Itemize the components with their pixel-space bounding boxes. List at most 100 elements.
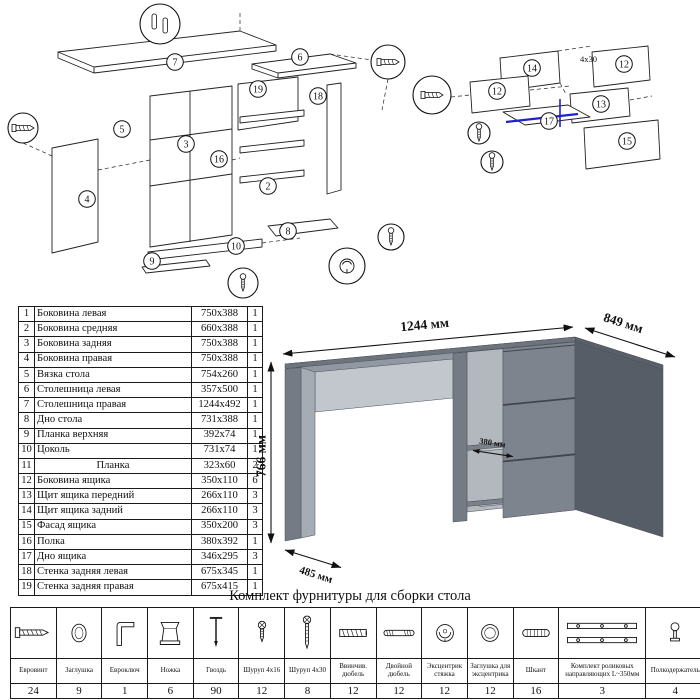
part-name: Щит ящика задний — [34, 503, 192, 520]
part-qty: 1 — [247, 427, 263, 444]
frame-middle — [149, 85, 233, 248]
part-name: Планка верхняя — [34, 427, 192, 444]
double-dowel-icon — [383, 629, 415, 637]
hardware-item-icon-cell — [375, 607, 423, 659]
svg-text:4: 4 — [85, 194, 90, 205]
cam-lock-icon — [435, 624, 454, 642]
part-number: 16 — [18, 533, 35, 551]
part-callout-19: 19 — [249, 80, 267, 98]
desk-drawer-front — [502, 341, 576, 519]
hardware-item-name: Двойной дюбель — [375, 658, 423, 684]
hardware-item-name: Заглушка — [55, 658, 103, 684]
hardware-item-icon-cell — [466, 607, 514, 659]
part-name: Боковина правая — [34, 351, 192, 368]
svg-text:18: 18 — [313, 91, 323, 102]
svg-text:5: 5 — [120, 124, 125, 135]
part-size: 380x392 — [191, 533, 248, 551]
hardware-item-qty: 6 — [147, 683, 194, 699]
part-qty: 1 — [247, 412, 263, 429]
part-size: 266x110 — [191, 488, 248, 505]
hardware-item-icon-cell — [329, 607, 377, 659]
hardware-item-icon-cell — [284, 607, 331, 659]
part-size: 266x110 — [191, 503, 248, 520]
eurovint-icon — [15, 627, 50, 638]
svg-text:19: 19 — [253, 84, 263, 95]
desk-exploded-view — [22, 12, 389, 274]
desk-left-panel-inner — [300, 367, 316, 539]
part-name: Стенка задняя левая — [34, 564, 192, 581]
part-name: Вязка стола — [34, 366, 192, 383]
screw-detail-circle — [467, 121, 491, 145]
hardware-item-icon-cell — [421, 607, 468, 659]
panel-bottom — [267, 218, 339, 237]
part-number: 17 — [18, 548, 35, 566]
part-callout-16: 16 — [210, 150, 228, 168]
part-callout-2: 2 — [259, 177, 277, 195]
part-size: 750x388 — [191, 305, 248, 323]
hardware-item-qty: 1 — [101, 683, 149, 699]
hardware-item-icon-cell — [147, 607, 194, 659]
part-number: 19 — [18, 579, 35, 596]
screw-detail-circle — [227, 267, 259, 299]
hardware-item-name: Заглушка для эксцентрика — [466, 658, 514, 684]
hardware-item-name: Евроключ — [101, 658, 149, 684]
nail-icon — [209, 617, 223, 648]
part-name: Фасад ящика — [34, 518, 192, 535]
part-size: 350x110 — [191, 473, 248, 490]
screw-detail-circle — [480, 150, 504, 174]
part-number: 15 — [18, 518, 35, 535]
part-size: 731x74 — [191, 442, 248, 459]
hardware-item-icon-cell — [192, 607, 240, 659]
part-size: 346x295 — [191, 548, 248, 566]
hardware-item-name: Комплект роликовых направляющих L~350мм — [558, 658, 647, 684]
part-qty: 1 — [247, 533, 263, 551]
svg-text:8: 8 — [286, 226, 291, 237]
part-callout-17: 17 — [540, 112, 558, 130]
hardware-item-name: Шкант — [512, 658, 560, 684]
desk-3d-view: 1244 мм 849 мм 766 мм 485 мм 380 мм — [255, 309, 676, 586]
drawer-slide-strip — [239, 139, 305, 154]
part-name: Боковина задняя — [34, 336, 192, 353]
part-qty: 1 — [247, 579, 263, 596]
screw-detail-circle — [377, 223, 405, 251]
screw-4x16-icon — [257, 620, 266, 643]
cam-cap-icon — [481, 624, 500, 642]
part-number: 12 — [18, 473, 35, 490]
part-number: 6 — [18, 381, 35, 399]
part-number: 9 — [18, 427, 35, 444]
dimension-shelf-arrow — [472, 449, 514, 458]
hardware-item-name: Ножка — [147, 658, 194, 684]
hardware-item-qty: 9 — [55, 683, 103, 699]
part-size: 357x500 — [191, 381, 248, 399]
part-number: 14 — [18, 503, 35, 520]
hardware-item-icon-cell — [101, 607, 149, 659]
part-number: 3 — [18, 336, 35, 353]
part-qty: 1 — [247, 305, 263, 323]
part-callout-8: 8 — [279, 222, 297, 240]
svg-text:15: 15 — [622, 136, 632, 147]
part-callout-13: 13 — [592, 95, 610, 113]
dimension-left-depth-label: 485 мм — [298, 564, 335, 586]
leg-icon — [160, 621, 181, 645]
desk-mid-panel — [452, 351, 468, 523]
screw-4x30-icon — [303, 615, 312, 650]
hardware-item-qty: 8 — [284, 683, 331, 699]
svg-text:7: 7 — [173, 57, 178, 68]
part-qty: 1 — [247, 321, 263, 338]
svg-text:3: 3 — [184, 139, 189, 150]
